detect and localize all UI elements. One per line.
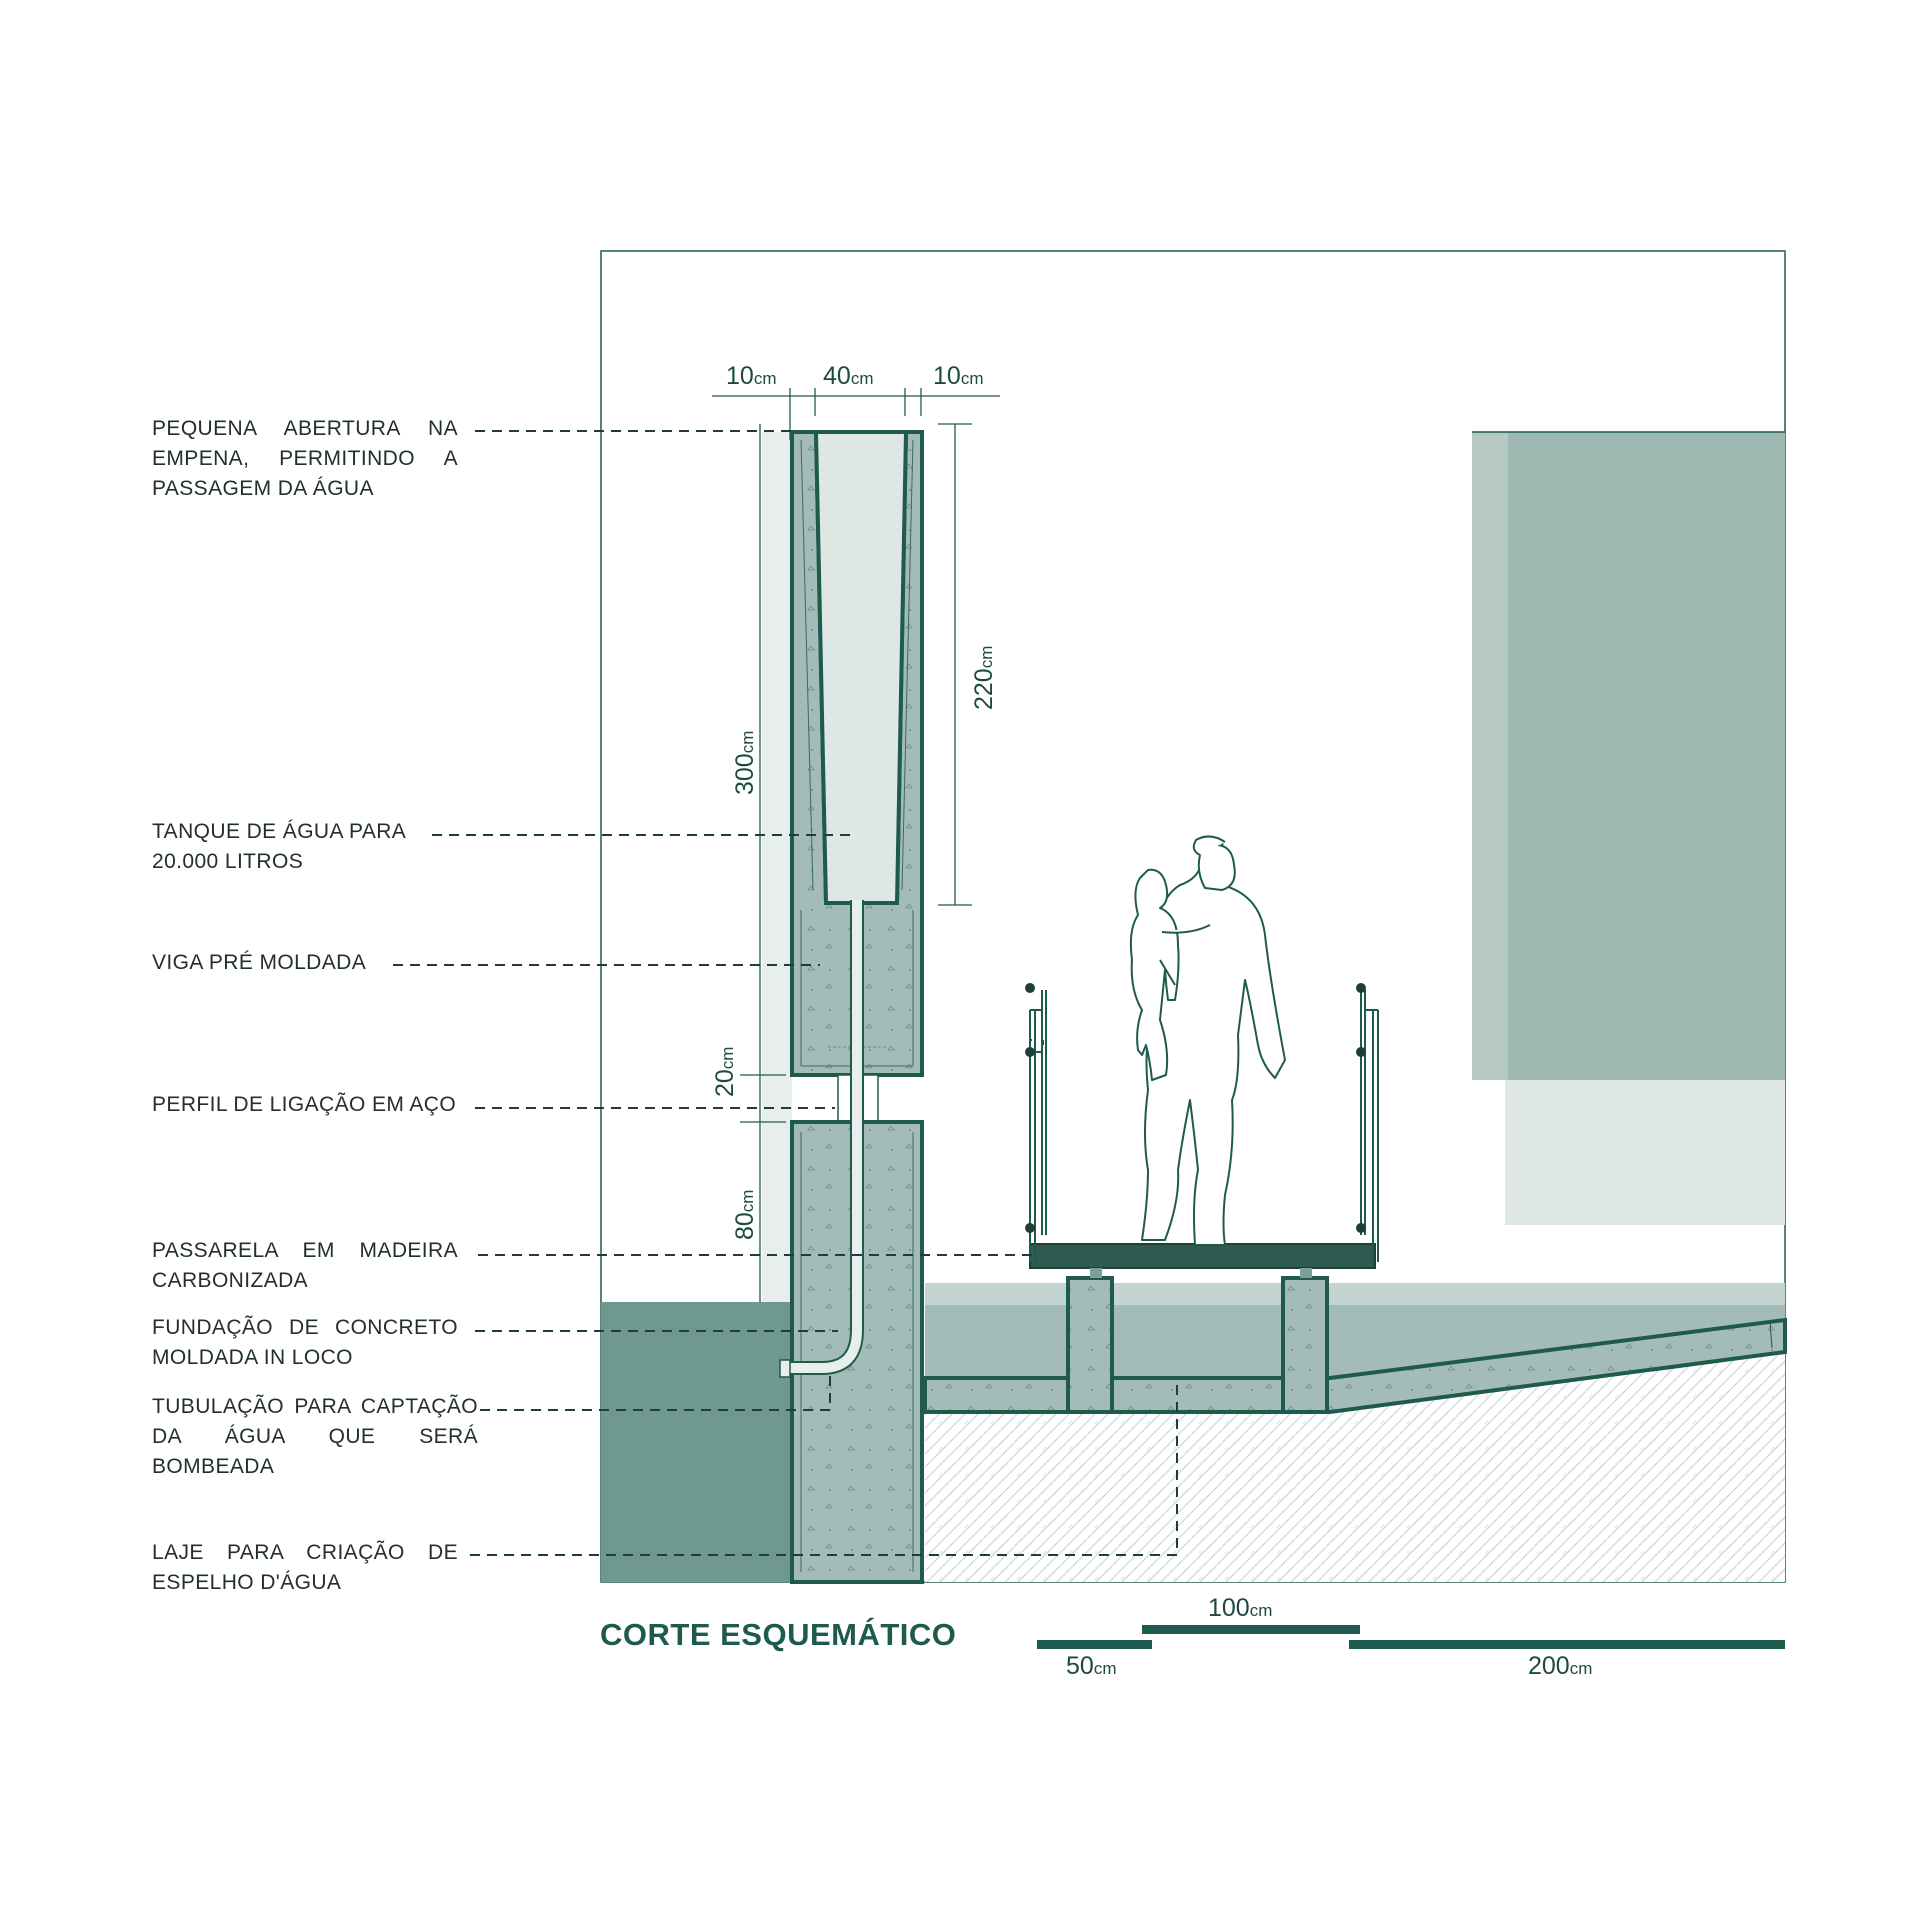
railing-left [1029, 990, 1047, 1262]
drawing-title: CORTE ESQUEMÁTICO [600, 1617, 957, 1652]
dim-tank-height: 220cm [970, 645, 998, 710]
railing-right [1360, 990, 1379, 1262]
dim-tank-width: 40cm [823, 362, 874, 390]
dim-gap: 20cm [711, 1046, 739, 1097]
pedestal-left [1066, 1276, 1114, 1414]
label-tanque: TANQUE DE ÁGUA PARA 20.000 LITROS [152, 820, 407, 873]
ground-water [601, 1302, 793, 1582]
water-mirror-slab [923, 1317, 1787, 1414]
pedestal-right [1281, 1276, 1329, 1414]
dim-wall-left: 10cm [726, 362, 777, 390]
label-fundacao: FUNDAÇÃO DE CONCRETO MOLDADA IN LOCO [152, 1316, 458, 1369]
scale-label-100: 100cm [1208, 1594, 1273, 1622]
water-body [925, 1305, 1785, 1378]
scale-label-50: 50cm [1066, 1652, 1117, 1680]
leader-lines [393, 430, 1178, 1556]
label-perfil: PERFIL DE LIGAÇÃO EM AÇO [152, 1093, 457, 1116]
water-surface-band [925, 1283, 1785, 1305]
water-tank [813, 430, 909, 905]
dim-beam-height: 300cm [731, 730, 759, 795]
dimension-lines [712, 388, 1000, 1302]
background-building-shadow [1505, 1075, 1785, 1225]
label-viga: VIGA PRÉ MOLDADA [152, 951, 367, 974]
dim-foundation: 80cm [731, 1189, 759, 1240]
label-pequena-abertura: PEQUENA ABERTURA NA EMPENA, PERMITINDO A… [152, 417, 458, 500]
soil-hatch [925, 1352, 1785, 1582]
scale-bar [1037, 1625, 1785, 1649]
person-figure [1129, 835, 1286, 1246]
dim-wall-right: 10cm [933, 362, 984, 390]
walkway-timber [1029, 1243, 1376, 1269]
scale-label-200: 200cm [1528, 1652, 1593, 1680]
background-building [1472, 432, 1785, 1080]
label-laje: LAJE PARA CRIAÇÃO DE ESPELHO D'ÁGUA [152, 1541, 458, 1594]
background-building-edge [1472, 432, 1508, 1080]
label-tubulacao: TUBULAÇÃO PARA CAPTAÇÃO DA ÁGUA QUE SERÁ… [152, 1395, 478, 1478]
label-passarela: PASSARELA EM MADEIRA CARBONIZADA [152, 1239, 458, 1292]
